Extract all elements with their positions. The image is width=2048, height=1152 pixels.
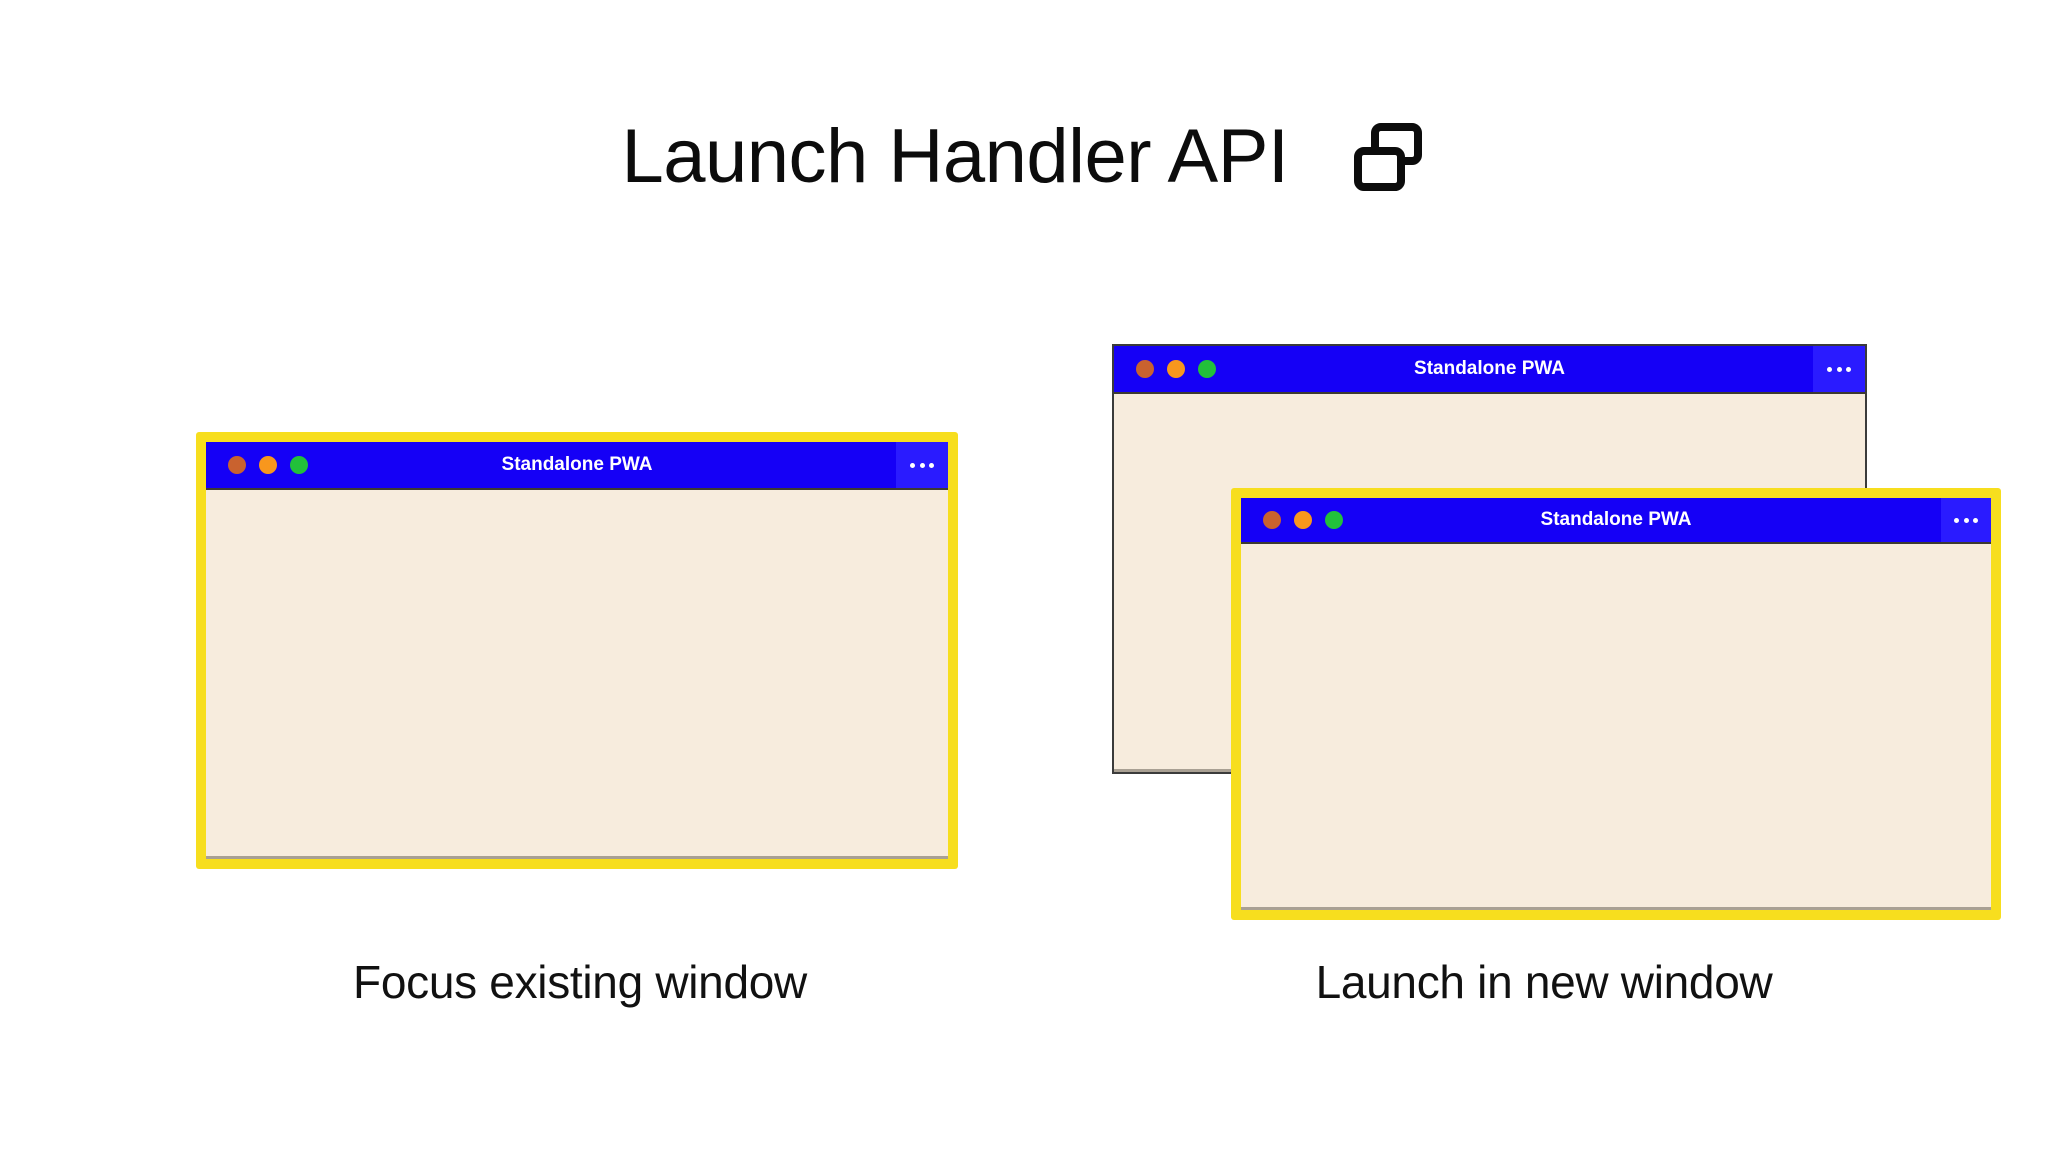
window-content-area [206,490,948,859]
more-options-button[interactable] [1941,498,1991,542]
window-titlebar[interactable]: Standalone PWA [1241,498,1991,544]
ellipsis-dot [1954,517,1960,523]
minimize-icon[interactable] [259,456,277,474]
maximize-icon[interactable] [290,456,308,474]
window-title: Standalone PWA [1414,358,1565,379]
page-title: Launch Handler API [621,114,1289,199]
window-controls [228,456,308,474]
caption-launch-in-new-window: Launch in new window [1315,956,1773,1008]
ellipsis-dot [1963,517,1969,523]
minimize-icon[interactable] [1294,511,1312,529]
close-icon[interactable] [1263,511,1281,529]
slide-header: Launch Handler API [0,118,2048,196]
window-controls [1136,360,1216,378]
window-titlebar[interactable]: Standalone PWA [1114,346,1865,394]
minimize-icon[interactable] [1167,360,1185,378]
ellipsis-dot [1972,517,1978,523]
multiple-windows-icon [1349,118,1427,196]
window-title: Standalone PWA [1540,509,1692,530]
window-titlebar[interactable]: Standalone PWA [206,442,948,490]
maximize-icon[interactable] [1325,511,1343,529]
ellipsis-dot [1836,366,1842,372]
close-icon[interactable] [228,456,246,474]
window-inner: Standalone PWA [206,442,948,859]
maximize-icon[interactable] [1198,360,1216,378]
ellipsis-dot [1845,366,1851,372]
window-inner: Standalone PWA [1241,498,1991,910]
window-focus-existing[interactable]: Standalone PWA [196,432,958,869]
window-controls [1263,511,1343,529]
ellipsis-dot [1827,366,1833,372]
window-launch-new[interactable]: Standalone PWA [1231,488,2001,920]
caption-focus-existing-window: Focus existing window [353,956,807,1008]
ellipsis-dot [919,462,925,468]
close-icon[interactable] [1136,360,1154,378]
window-content-area [1241,544,1991,910]
more-options-button[interactable] [896,442,948,488]
ellipsis-dot [928,462,934,468]
ellipsis-dot [910,462,916,468]
window-title: Standalone PWA [501,454,653,475]
more-options-button[interactable] [1813,346,1865,392]
